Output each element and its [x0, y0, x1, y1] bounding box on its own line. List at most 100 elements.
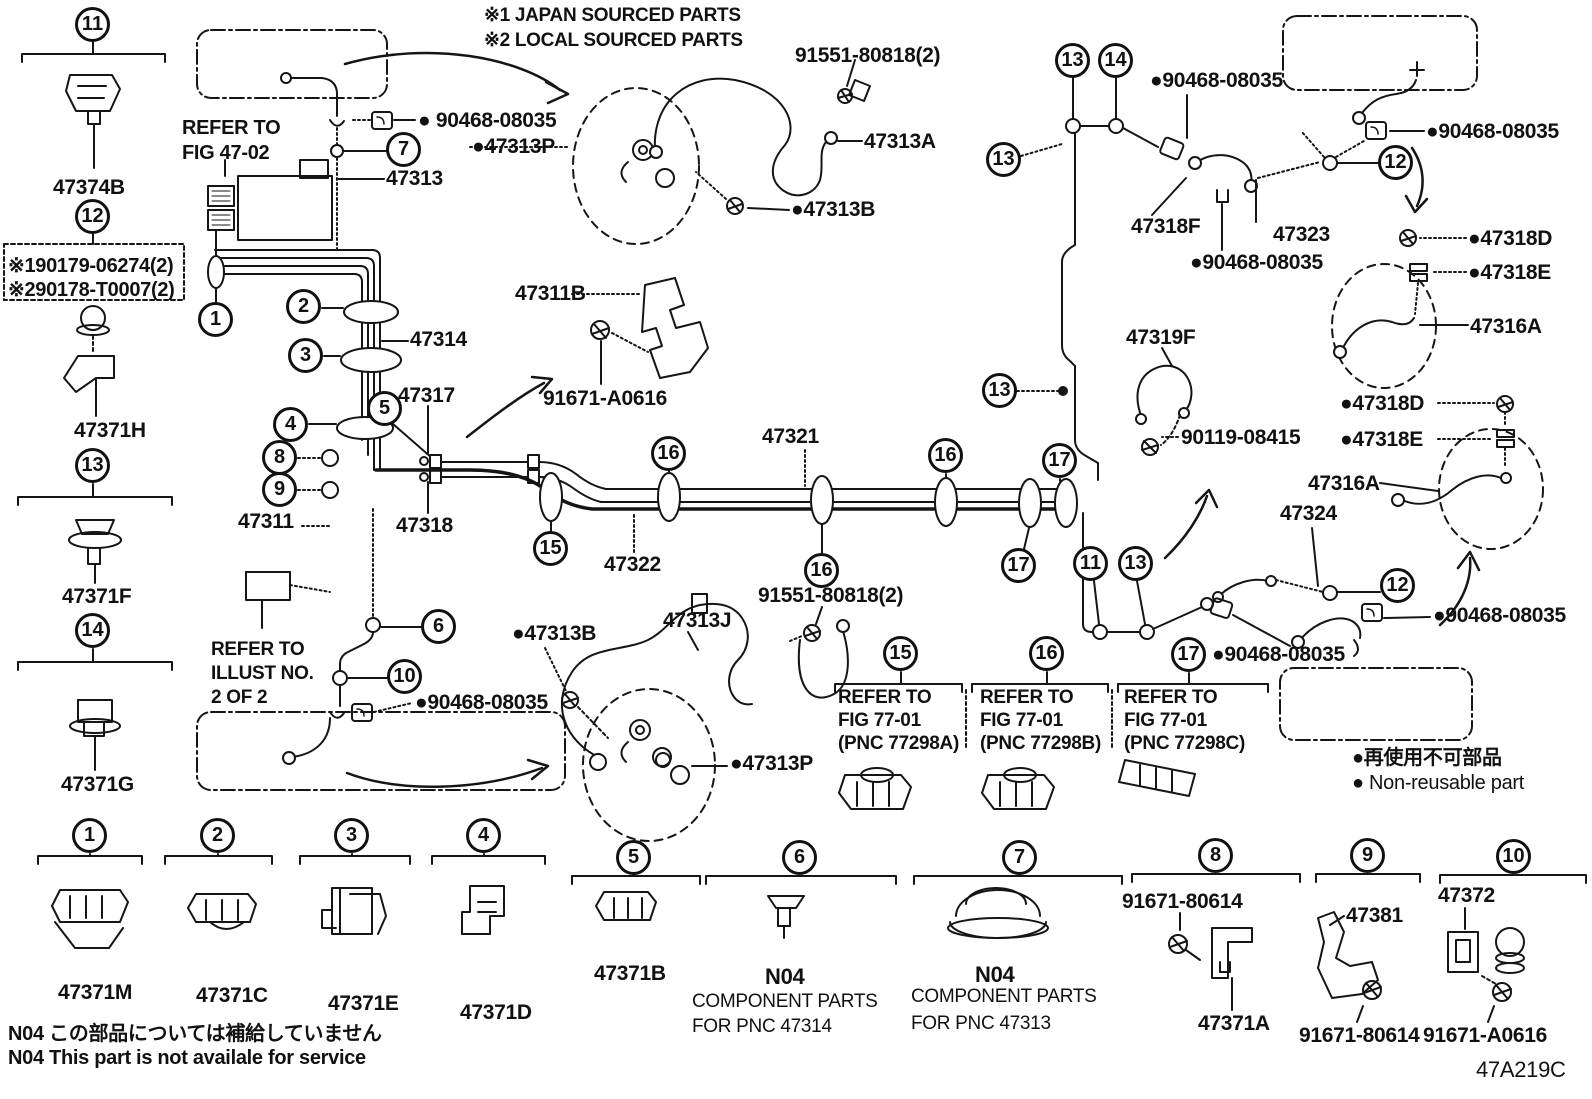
part-47318D-mid[interactable]: ●47318D: [1340, 392, 1425, 415]
callout-17-c[interactable]: 17: [1171, 637, 1206, 672]
callout-2-b[interactable]: 2: [200, 818, 235, 853]
part-47313J[interactable]: 47313J: [663, 609, 732, 632]
part-47316A-bot[interactable]: 47316A: [1308, 472, 1380, 495]
part-91671-A0616-mid[interactable]: 91671-A0616: [543, 387, 667, 410]
part-91551-80818-top[interactable]: 91551-80818(2): [795, 44, 941, 67]
part-47311[interactable]: 47311: [238, 510, 294, 533]
callout-15-b[interactable]: 15: [883, 636, 918, 671]
part-90468-08035-mid[interactable]: ●90468-08035: [1190, 251, 1323, 274]
part-290178-T0007[interactable]: ※290178-T0007(2): [8, 279, 175, 301]
callout-17-b[interactable]: 17: [1001, 548, 1036, 583]
callout-7-b[interactable]: 7: [1002, 840, 1037, 875]
part-47313P-bot[interactable]: ●47313P: [730, 752, 813, 775]
callout-15-a[interactable]: 15: [533, 531, 568, 566]
callout-6-b[interactable]: 6: [782, 840, 817, 875]
part-91671-80614-item9[interactable]: 91671-80614: [1299, 1024, 1420, 1047]
callout-14-a[interactable]: 14: [75, 613, 110, 648]
callout-13-e[interactable]: 13: [1118, 546, 1153, 581]
part-190179-06274[interactable]: ※190179-06274(2): [8, 255, 174, 277]
part-47318D-top[interactable]: ●47318D: [1468, 227, 1553, 250]
part-47313B-bot[interactable]: ●47313B: [512, 622, 597, 645]
part-90468-08035-botright[interactable]: ●90468-08035: [1433, 604, 1566, 627]
part-47372[interactable]: 47372: [1438, 884, 1495, 907]
callout-2-a[interactable]: 2: [286, 289, 321, 324]
callout-11-a[interactable]: 11: [75, 7, 110, 42]
callout-9-b[interactable]: 9: [1350, 838, 1385, 873]
callout-17-a[interactable]: 17: [1042, 443, 1077, 478]
part-90468-08035-topright[interactable]: ●90468-08035: [1150, 69, 1283, 92]
callout-3-b[interactable]: 3: [334, 818, 369, 853]
part-47313P-top[interactable]: ●47313P: [472, 135, 555, 158]
part-47322[interactable]: 47322: [604, 553, 661, 576]
part-47371E[interactable]: 47371E: [328, 992, 399, 1015]
callout-1-a[interactable]: 1: [198, 302, 233, 337]
part-47371M[interactable]: 47371M: [58, 981, 133, 1004]
part-90119-08415[interactable]: 90119-08415: [1181, 426, 1301, 449]
part-47319F[interactable]: 47319F: [1126, 326, 1196, 349]
part-47381[interactable]: 47381: [1346, 904, 1403, 927]
callout-13-c[interactable]: 13: [1055, 43, 1090, 78]
callout-12-a[interactable]: 12: [75, 199, 110, 234]
part-47371H[interactable]: 47371H: [74, 419, 146, 442]
part-90468-08035-right[interactable]: ●90468-08035: [1426, 120, 1559, 143]
part-47371A[interactable]: 47371A: [1198, 1012, 1270, 1035]
part-47371F[interactable]: 47371F: [62, 585, 132, 608]
callout-13-b[interactable]: 13: [986, 142, 1021, 177]
part-47313A[interactable]: 47313A: [864, 130, 936, 153]
part-47324[interactable]: 47324: [1280, 502, 1337, 525]
callout-8-a[interactable]: 8: [262, 440, 297, 475]
callout-6-a[interactable]: 6: [421, 609, 456, 644]
part-47313[interactable]: 47313: [386, 167, 443, 190]
part-n04-item7[interactable]: N04: [975, 962, 1015, 987]
refer-77298A-line1: REFER TO: [838, 687, 932, 708]
part-91551-80818-bot[interactable]: 91551-80818(2): [758, 584, 904, 607]
callout-16-d[interactable]: 16: [1029, 636, 1064, 671]
part-n04-item6[interactable]: N04: [765, 964, 805, 989]
refer-illust-line2: ILLUST NO.: [211, 663, 314, 684]
callout-12-b[interactable]: 12: [1378, 145, 1413, 180]
part-90468-08035-left[interactable]: ●90468-08035: [415, 691, 548, 714]
part-47311B[interactable]: 47311B: [515, 282, 586, 305]
part-47371C[interactable]: 47371C: [196, 984, 268, 1007]
callout-3-a[interactable]: 3: [288, 338, 323, 373]
part-91671-A0616-item10[interactable]: 91671-A0616: [1423, 1024, 1547, 1047]
refer-illust-line3: 2 OF 2: [211, 687, 268, 708]
callout-10-b[interactable]: 10: [1496, 839, 1531, 874]
part-47371D[interactable]: 47371D: [460, 1001, 532, 1024]
part-47318[interactable]: 47318: [396, 514, 453, 537]
callout-13-a[interactable]: 13: [75, 448, 110, 483]
callout-10-a[interactable]: 10: [387, 659, 422, 694]
refer-fig-47-02-line1: REFER TO: [182, 117, 281, 139]
part-47321[interactable]: 47321: [762, 425, 819, 448]
callout-5-a[interactable]: 5: [367, 391, 402, 426]
callout-16-c[interactable]: 16: [928, 438, 963, 473]
part-47371G[interactable]: 47371G: [61, 773, 134, 796]
callout-13-d[interactable]: 13: [982, 373, 1017, 408]
part-47316A-top[interactable]: 47316A: [1470, 315, 1542, 338]
part-47374B[interactable]: 47374B: [53, 176, 125, 199]
part-47371B[interactable]: 47371B: [594, 962, 666, 985]
callout-14-b[interactable]: 14: [1098, 43, 1133, 78]
callout-5-b[interactable]: 5: [616, 840, 651, 875]
callout-11-b[interactable]: 11: [1073, 546, 1108, 581]
callout-4-a[interactable]: 4: [273, 407, 308, 442]
callout-12-c[interactable]: 12: [1380, 568, 1415, 603]
part-47313B-top[interactable]: ●47313B: [791, 198, 876, 221]
part-47317[interactable]: 47317: [398, 384, 455, 407]
callout-8-b[interactable]: 8: [1198, 838, 1233, 873]
part-47318E-top[interactable]: ●47318E: [1468, 261, 1551, 284]
part-47318E-mid[interactable]: ●47318E: [1340, 428, 1423, 451]
part-90468-08035-bot17[interactable]: ●90468-08035: [1212, 643, 1345, 666]
callout-16-a[interactable]: 16: [651, 436, 686, 471]
part-47314[interactable]: 47314: [410, 328, 467, 351]
part-91671-80614-item8[interactable]: 91671-80614: [1122, 890, 1243, 913]
callout-7-a[interactable]: 7: [386, 132, 421, 167]
part-47323[interactable]: 47323: [1273, 223, 1330, 246]
callout-16-b[interactable]: 16: [804, 553, 839, 588]
n04-legend-en: N04 This part is not availale for servic…: [8, 1047, 366, 1069]
callout-9-a[interactable]: 9: [262, 472, 297, 507]
part-47318F[interactable]: 47318F: [1131, 215, 1201, 238]
callout-4-b[interactable]: 4: [466, 818, 501, 853]
part-90468-08035-top[interactable]: ● 90468-08035: [418, 109, 557, 132]
callout-1-b[interactable]: 1: [72, 818, 107, 853]
